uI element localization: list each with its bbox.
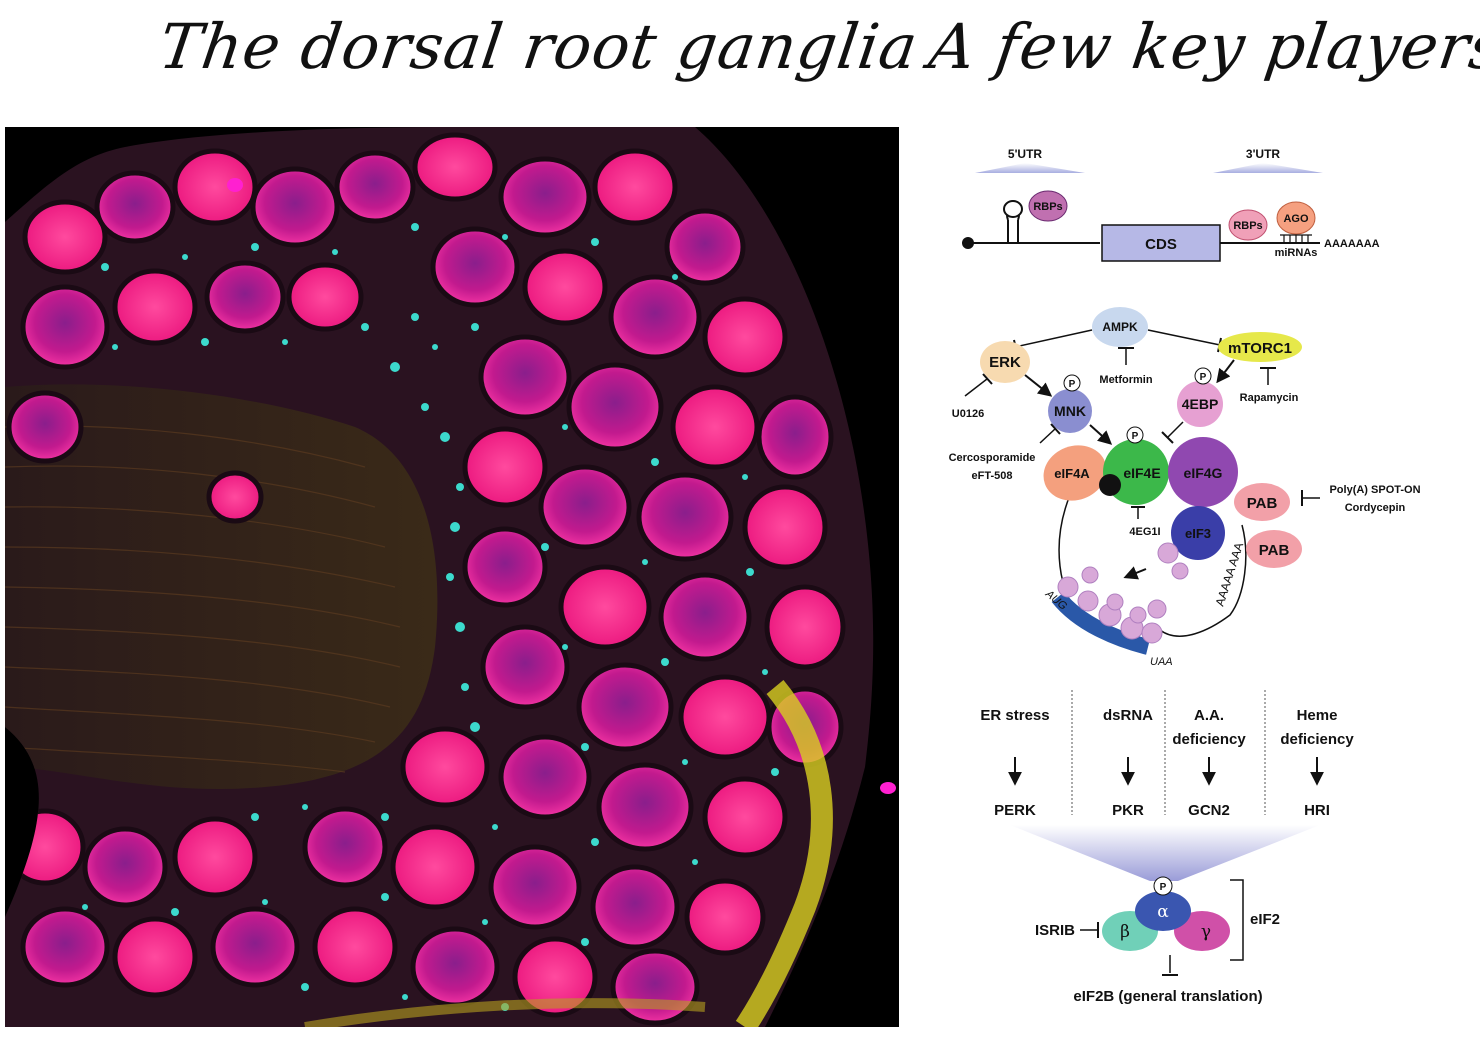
gamma-label: γ <box>1201 922 1211 942</box>
eif3-label: eIF3 <box>1185 526 1211 541</box>
ribosomes <box>1057 542 1189 644</box>
4ebp-phospho: P <box>1194 367 1212 385</box>
utr3-label: 3'UTR <box>1246 147 1281 161</box>
ribosome-track <box>1051 591 1150 655</box>
metformin-label: Metformin <box>1099 374 1152 386</box>
mnk-p-label: P <box>1069 379 1076 390</box>
pab-label-1: PAB <box>1247 495 1278 512</box>
uaa-label: UAA <box>1150 656 1173 668</box>
mnk-phospho: P <box>1063 374 1081 392</box>
ampk-node: AMPK <box>1092 307 1148 347</box>
rbp-label-1: RBPs <box>1033 201 1062 213</box>
erk-label: ERK <box>989 354 1021 371</box>
kinase-label-hri: HRI <box>1304 802 1330 819</box>
eif4e-label: eIF4E <box>1123 465 1160 481</box>
column-dividers <box>1071 690 1266 815</box>
rapamycin-label: Rapamycin <box>1240 392 1299 404</box>
ago-node: AGO <box>1276 201 1316 235</box>
eif4a-node: eIF4A <box>1043 445 1107 501</box>
rbp-label-2: RBPs <box>1233 220 1262 232</box>
eif2b-label: eIF2B (general translation) <box>1073 988 1262 1005</box>
eif2-label: eIF2 <box>1250 911 1280 928</box>
eif4a-label: eIF4A <box>1054 466 1090 481</box>
cds-label: CDS <box>1145 236 1177 253</box>
pab-label-2: PAB <box>1259 542 1290 559</box>
dorsal-root-ganglia-micrograph <box>5 127 899 1027</box>
4eg1i-label: 4EG1I <box>1129 526 1160 538</box>
u0126-label: U0126 <box>952 408 984 420</box>
mnk-label: MNK <box>1054 403 1086 419</box>
utr5-bracket <box>975 163 1085 173</box>
translation-pathway-diagram: 5'UTR 3'UTR RBPs CDS RBPs AGO miRNAs AAA… <box>949 147 1421 1005</box>
utr3-bracket <box>1213 163 1323 173</box>
polya-label: AAAAAAA <box>1324 238 1380 250</box>
4ebp-label: 4EBP <box>1182 396 1219 412</box>
stress-label: ER stress <box>980 707 1049 724</box>
eif2-gamma-node: γ <box>1174 911 1230 951</box>
beta-label: β <box>1120 922 1130 942</box>
eif2-alpha-node: α <box>1135 891 1191 931</box>
stress-arrows <box>1008 757 1324 786</box>
polya-spot-on-label: Poly(A) SPOT-ON <box>1329 484 1420 496</box>
cap-dot <box>1099 474 1121 496</box>
kinase-labels: PERK PKR GCN2 HRI <box>994 802 1330 819</box>
cercosporamide-label: Cercosporamide <box>949 452 1036 464</box>
eif4g-label: eIF4G <box>1184 465 1223 481</box>
eif4e-phospho: P <box>1126 426 1144 444</box>
eif2-p-label: P <box>1160 882 1167 893</box>
mtorc1-label: mTORC1 <box>1228 340 1292 357</box>
stress-label: A.A.deficiency <box>1172 707 1246 748</box>
micrograph-title: The dorsal root ganglia <box>154 10 923 83</box>
eif2-phospho: P <box>1153 876 1173 896</box>
eif4g-node: eIF4G <box>1168 437 1238 507</box>
utr5-label: 5'UTR <box>1008 147 1043 161</box>
mirnas-label: miRNAs <box>1275 247 1318 259</box>
mtorc1-node: mTORC1 <box>1218 332 1302 362</box>
mirna-bars <box>1280 234 1312 243</box>
cordycepin-label: Cordycepin <box>1345 502 1406 514</box>
alpha-label: α <box>1157 902 1169 922</box>
isrib-label: ISRIB <box>1035 922 1075 939</box>
4ebp-p-label: P <box>1200 372 1207 383</box>
erk-node: ERK <box>980 341 1030 383</box>
pab-node-2: PAB <box>1246 530 1302 568</box>
rbp-node-2: RBPs <box>1228 209 1268 241</box>
eft508-label: eFT-508 <box>972 470 1013 482</box>
ago-label: AGO <box>1283 213 1309 225</box>
rbp-node-1: RBPs <box>1028 190 1068 222</box>
eif2-bracket <box>1230 879 1244 961</box>
pab-node-1: PAB <box>1234 483 1290 521</box>
kinase-label-gcn2: GCN2 <box>1188 802 1230 819</box>
kinase-label-pkr: PKR <box>1112 802 1144 819</box>
4ebp-node: 4EBP <box>1177 381 1223 427</box>
ampk-label: AMPK <box>1102 320 1138 334</box>
kinase-label-perk: PERK <box>994 802 1036 819</box>
eif3-node: eIF3 <box>1171 506 1225 560</box>
convergence-fan <box>1010 825 1320 881</box>
diagram-title: A few key players <box>924 10 1480 83</box>
mnk-node: MNK <box>1048 389 1092 433</box>
stress-label: dsRNA <box>1103 707 1153 724</box>
eif4e-p-label: P <box>1132 431 1139 442</box>
